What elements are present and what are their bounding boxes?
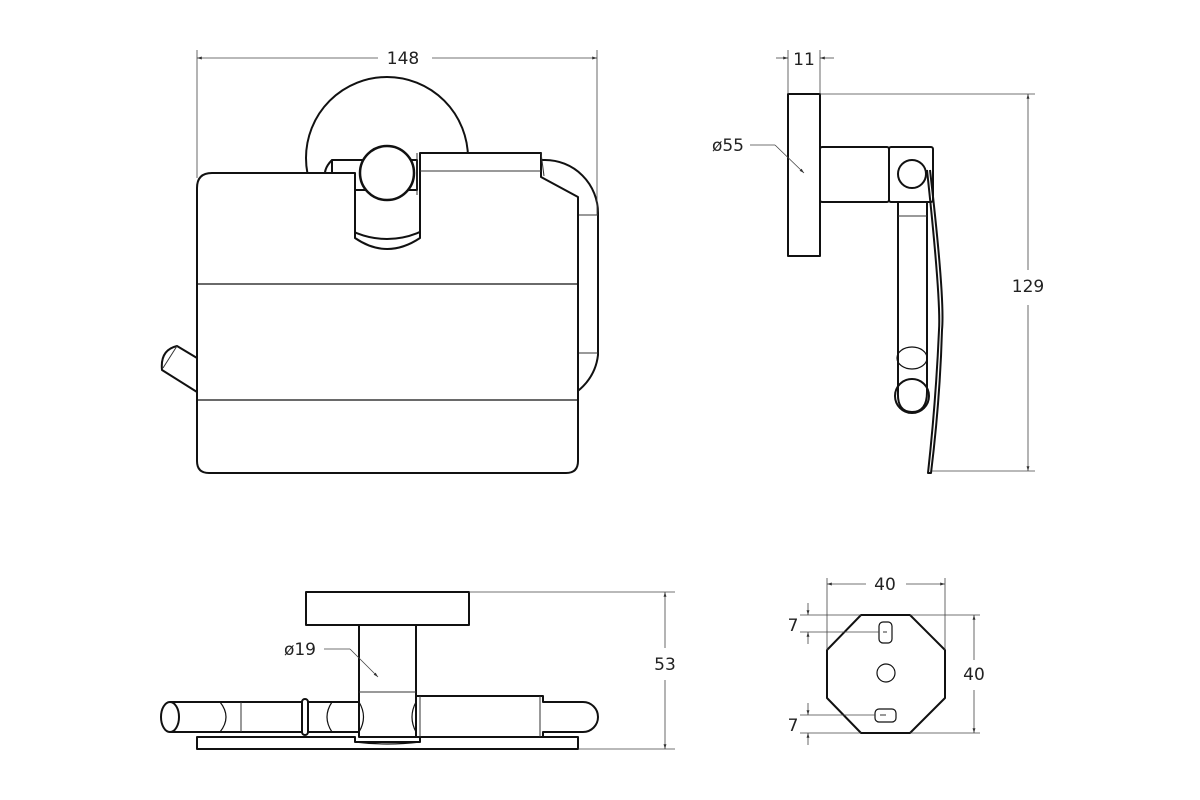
side-wall-plate (787, 93, 821, 257)
front-knob (358, 144, 416, 202)
front-cover (196, 152, 579, 474)
front-width-dim: 148 (387, 49, 419, 69)
side-diameter-dim: ø55 (712, 136, 744, 156)
side-thickness-dim: 11 (793, 50, 815, 70)
side-view: 11 ø55 129 (712, 50, 1044, 474)
top-wall-plate (305, 591, 470, 626)
base-center-hole (876, 663, 896, 683)
top-depth-dim: 53 (654, 655, 676, 675)
front-rod-end (160, 345, 198, 393)
base-view: 40 40 7 7 (788, 575, 985, 745)
base-width-dim: 40 (874, 575, 896, 595)
top-roll-arm (415, 695, 599, 738)
side-rod (896, 201, 928, 413)
side-cover (926, 169, 944, 474)
front-view: 148 (160, 49, 599, 474)
top-view: ø19 53 (160, 591, 676, 750)
top-cover-edge (196, 736, 579, 750)
side-height-dim: 129 (1012, 277, 1044, 297)
top-rod (169, 701, 360, 733)
top-diameter-dim: ø19 (284, 640, 316, 660)
side-bracket (819, 146, 890, 203)
base-height-dim: 40 (963, 665, 985, 685)
base-hole-offset-bottom: 7 (788, 716, 799, 736)
base-hole-offset-top: 7 (788, 616, 799, 636)
top-bracket (358, 624, 417, 738)
